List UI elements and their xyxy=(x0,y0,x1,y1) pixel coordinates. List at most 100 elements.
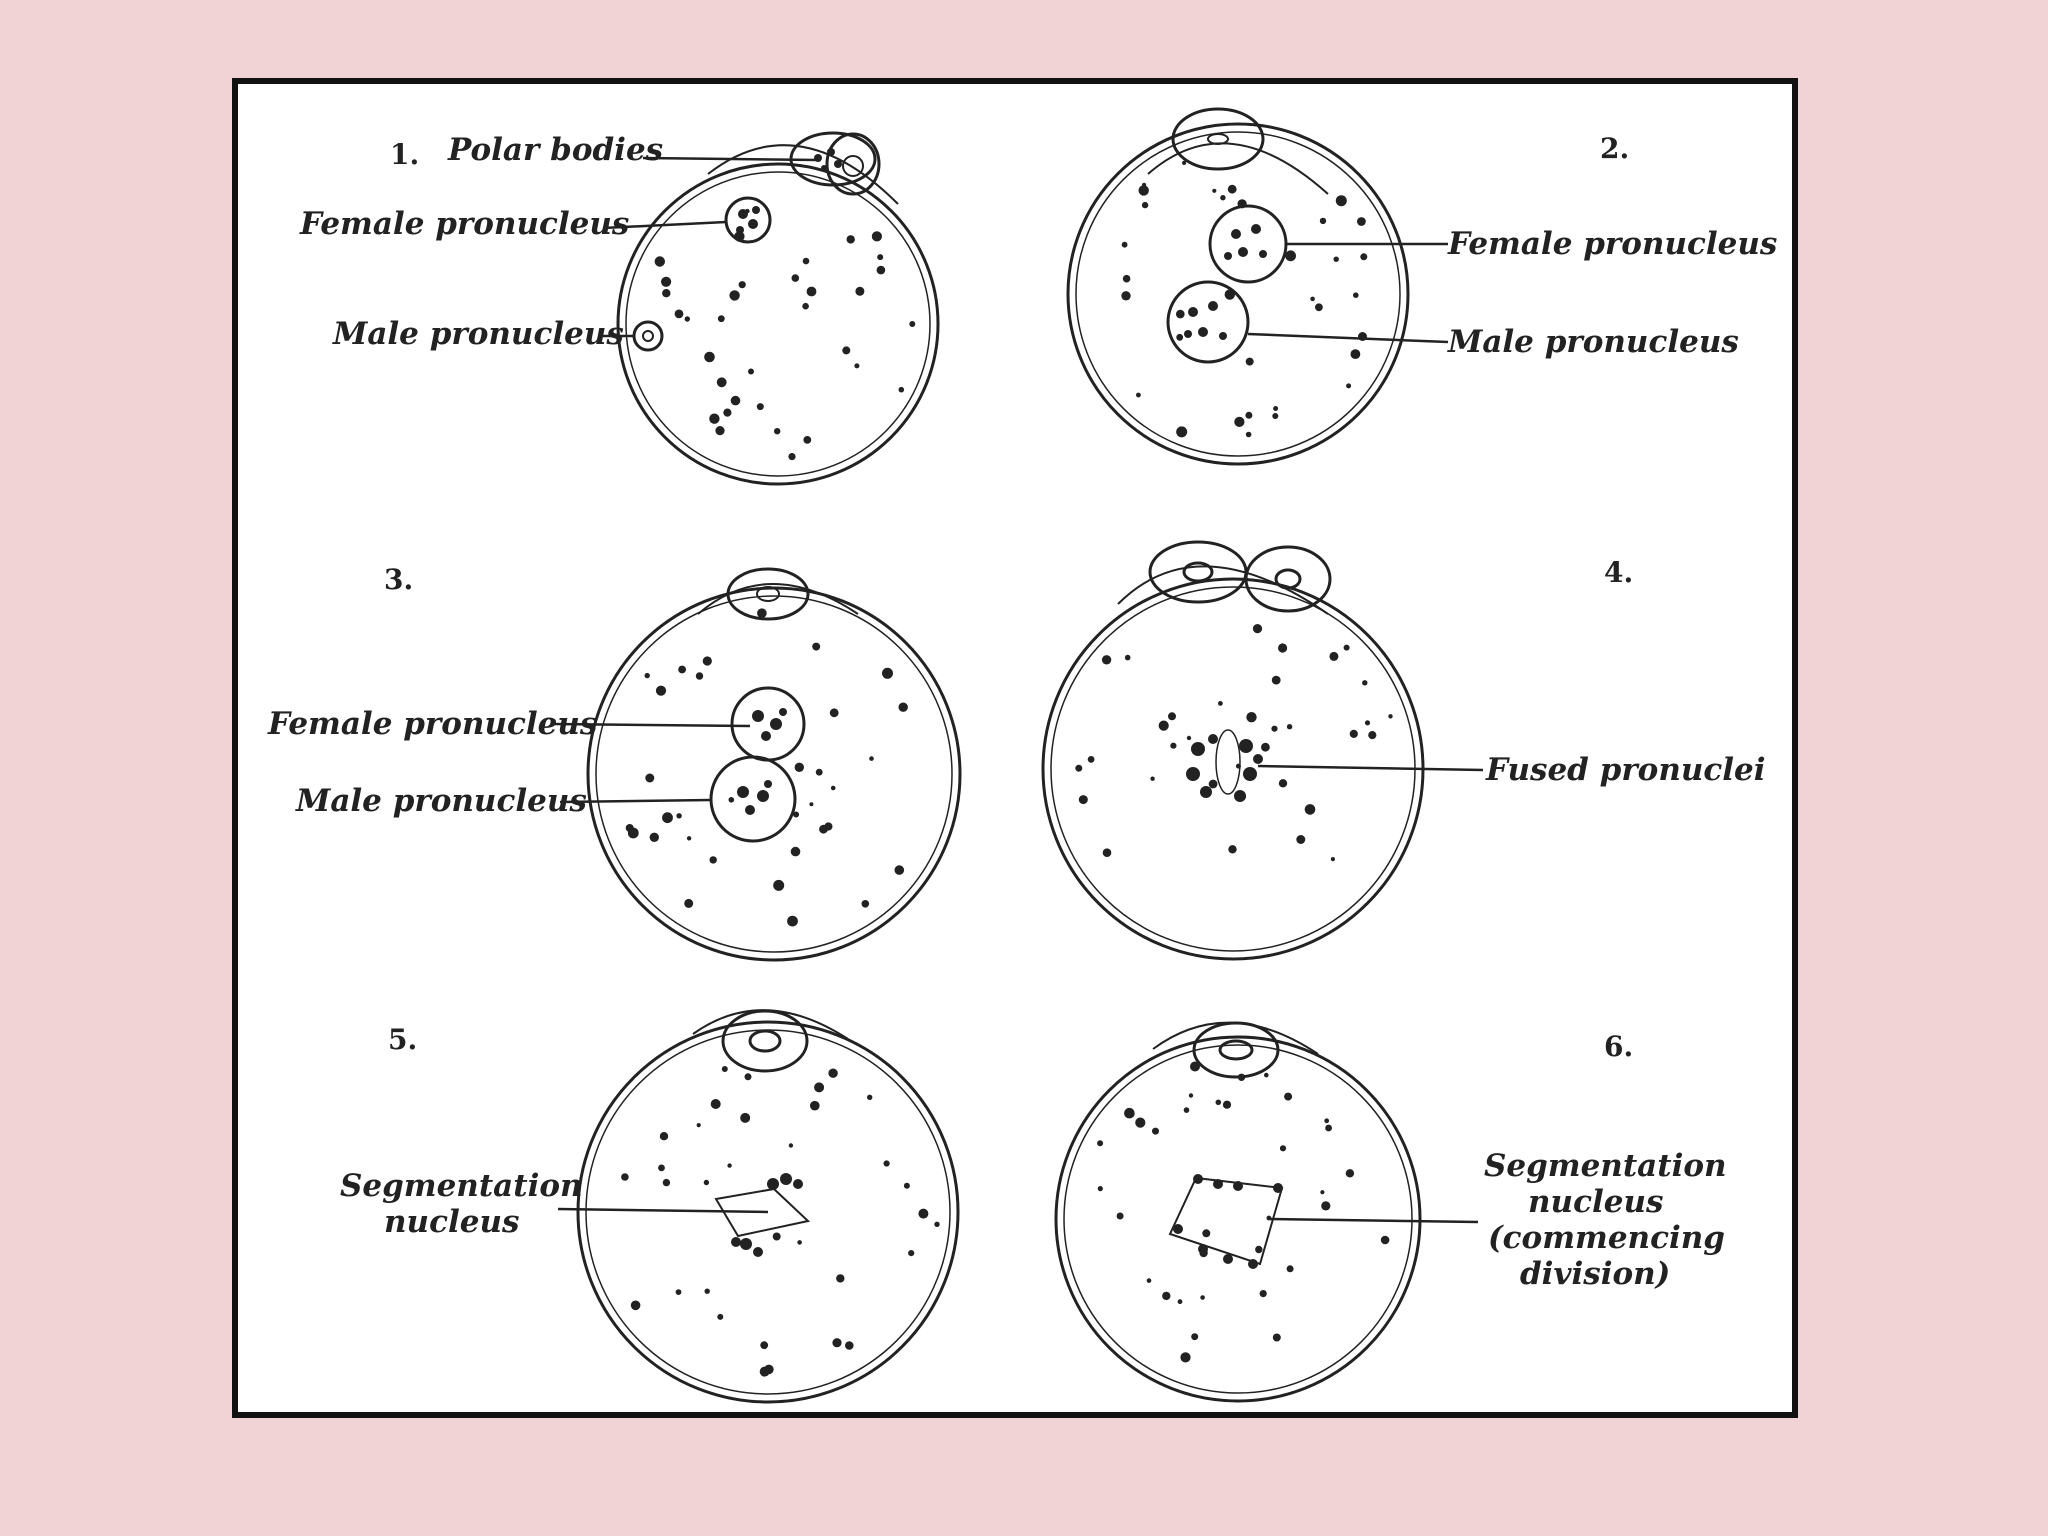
female-pronucleus xyxy=(730,686,806,762)
granule xyxy=(1333,256,1339,262)
granule xyxy=(1261,742,1270,752)
granule xyxy=(1212,188,1217,193)
granule xyxy=(1272,1333,1281,1342)
polar-body xyxy=(726,567,810,621)
granule xyxy=(676,813,682,819)
granule xyxy=(1245,431,1252,438)
granule xyxy=(1330,857,1335,862)
granule xyxy=(894,865,905,875)
egg-cell-6 xyxy=(1054,1021,1422,1403)
granule xyxy=(1320,1190,1325,1195)
polar-body xyxy=(1148,540,1248,604)
granule xyxy=(686,836,692,841)
segmentation-nucleus xyxy=(1168,1176,1284,1266)
panel-number-3: 3. xyxy=(384,563,413,596)
granule xyxy=(1176,309,1185,319)
granule xyxy=(734,231,745,242)
granule xyxy=(767,781,772,786)
granule xyxy=(738,281,746,289)
granule xyxy=(1222,1100,1232,1109)
granule xyxy=(1335,195,1347,207)
granule xyxy=(709,413,720,424)
granule xyxy=(1200,1295,1205,1300)
granule xyxy=(1285,250,1296,262)
granule xyxy=(1271,675,1281,685)
label-female-pronucleus-2: Female pronucleus xyxy=(1447,226,1777,262)
polar-body xyxy=(1192,1021,1280,1079)
granule xyxy=(723,408,732,417)
granule xyxy=(1215,1099,1222,1106)
granule xyxy=(829,708,839,718)
granule xyxy=(704,1288,710,1294)
granule xyxy=(854,363,860,369)
polar-body xyxy=(1244,545,1332,613)
granule xyxy=(1220,195,1226,201)
fertilization-stages-diagram: 1. Polar bodies Female pronucleus Male p… xyxy=(267,107,1777,1404)
granule xyxy=(1182,160,1187,165)
granule xyxy=(744,1073,752,1081)
granule xyxy=(861,900,870,908)
granule xyxy=(1324,1118,1330,1124)
granule xyxy=(815,768,823,776)
figure-frame: 1. Polar bodies Female pronucleus Male p… xyxy=(232,78,1798,1418)
granule xyxy=(1227,184,1237,194)
label-nucleus-6: nucleus xyxy=(1528,1184,1663,1220)
granule xyxy=(1168,712,1176,721)
granule xyxy=(684,316,690,322)
granule xyxy=(715,426,725,436)
granule xyxy=(1158,720,1169,731)
female-pronucleus xyxy=(1208,204,1288,284)
granule xyxy=(654,256,665,267)
granule xyxy=(883,1160,890,1167)
granule xyxy=(1152,1127,1159,1135)
granule xyxy=(809,802,814,807)
granule xyxy=(748,368,754,375)
granule xyxy=(1136,392,1141,398)
granule xyxy=(730,395,741,406)
granule xyxy=(1087,756,1095,763)
granule xyxy=(1124,1107,1135,1119)
egg-cell-3 xyxy=(586,567,962,962)
polar-body xyxy=(721,1009,809,1073)
granule xyxy=(1190,1061,1200,1072)
granule xyxy=(760,1341,769,1350)
label-nucleus-5: nucleus xyxy=(384,1204,519,1240)
granule xyxy=(745,208,750,214)
granule xyxy=(621,1173,629,1181)
granule xyxy=(1279,1145,1287,1152)
granule xyxy=(674,309,684,319)
granule xyxy=(773,879,785,891)
granule xyxy=(757,608,767,618)
granule xyxy=(709,856,717,864)
granule xyxy=(803,436,812,444)
granule xyxy=(1116,1212,1124,1220)
granule xyxy=(934,1221,940,1228)
granule xyxy=(842,346,851,355)
granule xyxy=(810,1100,820,1111)
granule xyxy=(909,321,916,327)
granule xyxy=(855,286,865,296)
granule xyxy=(684,898,694,908)
granule xyxy=(793,811,800,818)
granule xyxy=(721,1066,728,1072)
granule xyxy=(1138,185,1149,196)
granule xyxy=(1238,793,1246,801)
granule xyxy=(1135,1117,1146,1128)
granule xyxy=(845,1341,854,1350)
granule xyxy=(1208,779,1218,789)
granule xyxy=(828,1068,838,1078)
female-pronucleus xyxy=(724,196,772,244)
granule xyxy=(659,1132,669,1141)
panel-number-6: 6. xyxy=(1604,1030,1633,1063)
granule xyxy=(1102,848,1112,857)
label-female-pronucleus-1: Female pronucleus xyxy=(299,206,629,242)
label-male-pronucleus-1: Male pronucleus xyxy=(332,316,624,352)
panel-number-4: 4. xyxy=(1604,556,1633,589)
granule xyxy=(772,1232,781,1241)
granule xyxy=(846,235,855,244)
granule xyxy=(1246,712,1257,723)
panel-number-2: 2. xyxy=(1600,132,1629,165)
granule xyxy=(756,403,764,411)
granule xyxy=(1388,714,1393,719)
granule xyxy=(1218,701,1223,706)
